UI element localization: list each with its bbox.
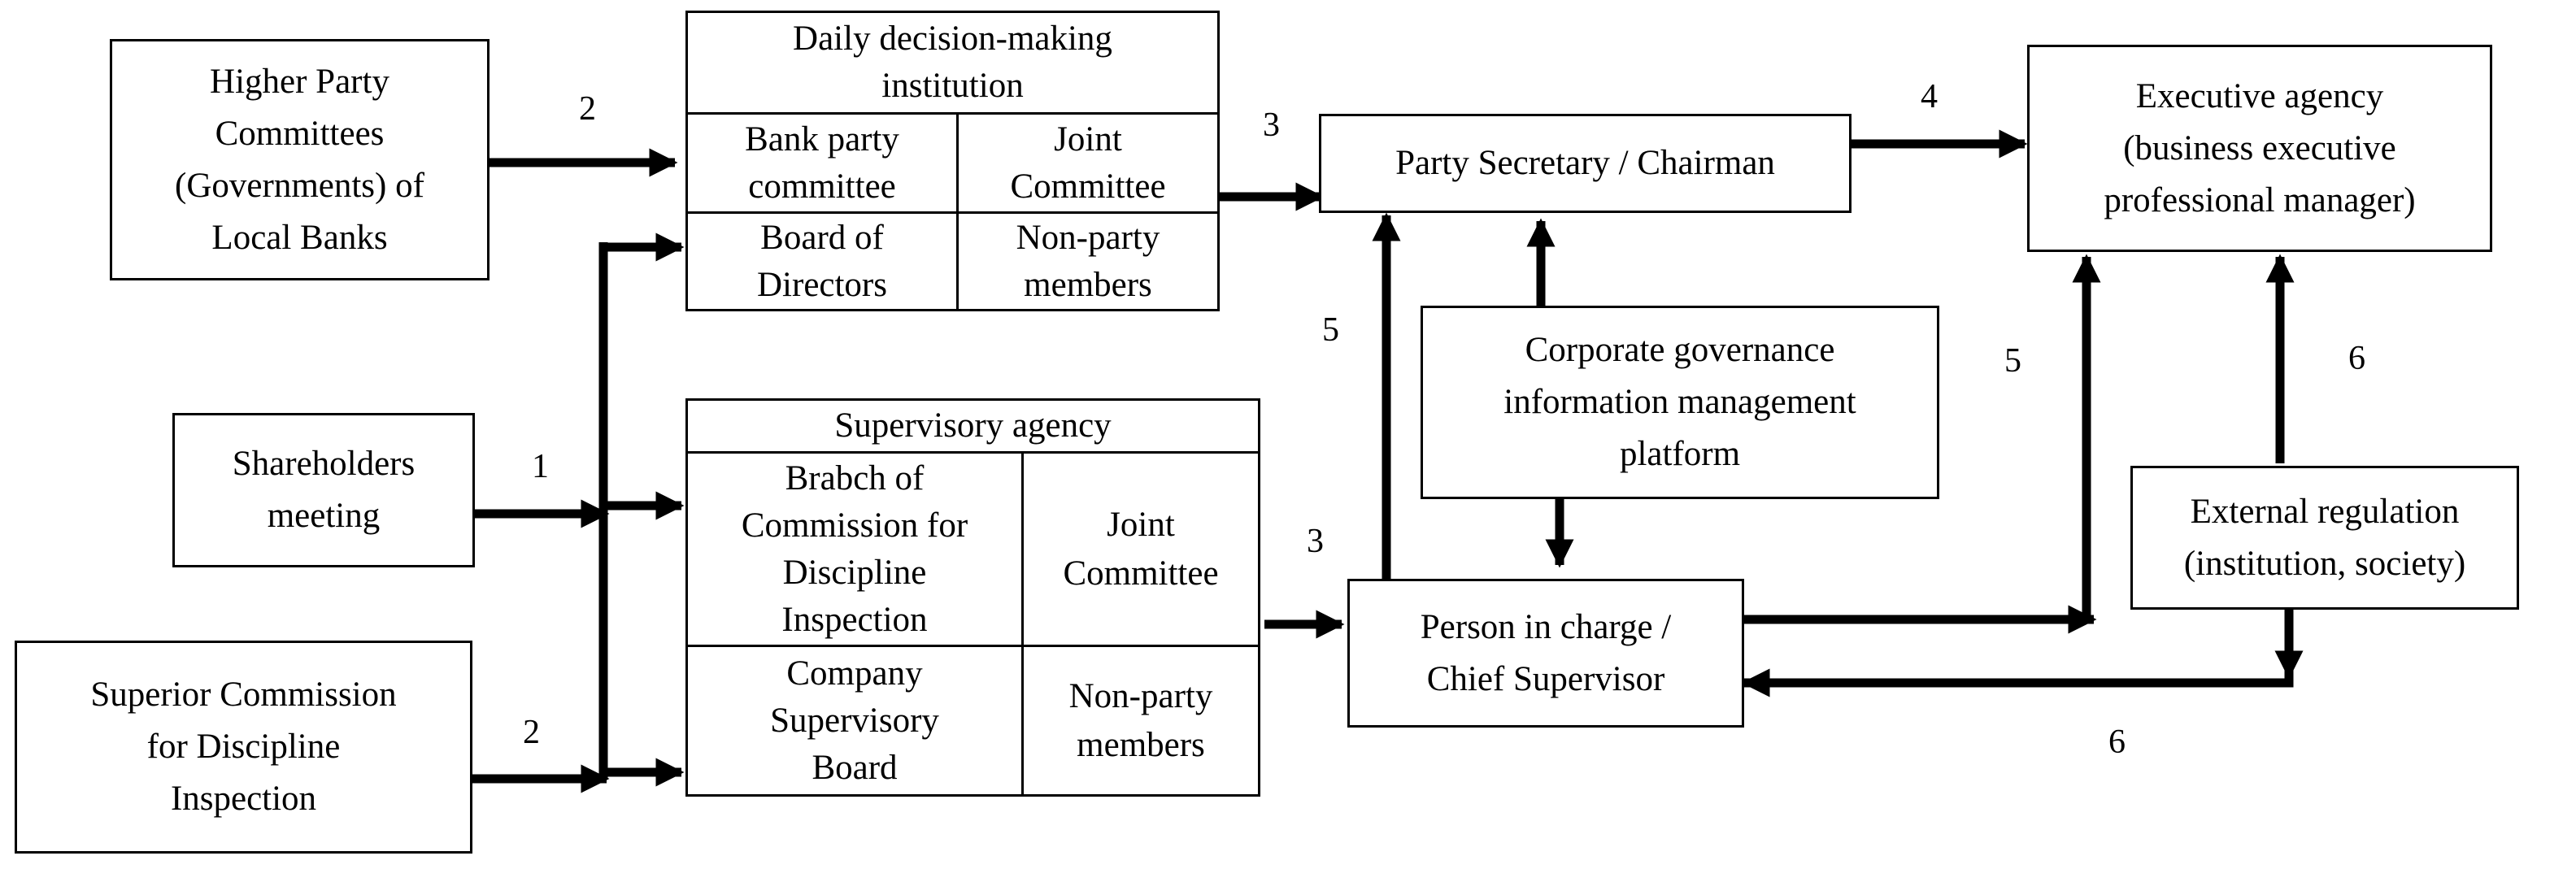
label-person-to-secretary: 5	[1322, 311, 1339, 349]
supervisory-agency-table: Supervisory agency Brabch of Commission …	[685, 398, 1260, 797]
label-person-to-executive: 5	[2004, 342, 2021, 380]
label-regulation-to-executive: 6	[2348, 340, 2365, 377]
higher-party-committees-box: Higher Party Committees (Governments) of…	[110, 39, 490, 280]
supervisory-cell-non-party-members: Non-party members	[1021, 645, 1258, 794]
decision-cell-bank-party-committee: Bank party committee	[688, 112, 956, 211]
decision-cell-non-party-members: Non-party members	[956, 211, 1217, 309]
label-secretary-to-executive: 4	[1921, 78, 1938, 115]
decision-table-title: Daily decision-making institution	[793, 20, 1112, 105]
decision-making-institution-table: Daily decision-making institution Bank p…	[685, 11, 1220, 311]
label-superior-in: 2	[523, 714, 540, 751]
decision-cell-board-of-directors: Board of Directors	[688, 211, 956, 309]
label-higher-to-decision: 2	[579, 90, 596, 128]
label-supervisory-to-person: 3	[1307, 523, 1324, 560]
party-secretary-chairman-box: Party Secretary / Chairman	[1319, 114, 1852, 213]
supervisory-table-title: Supervisory agency	[834, 406, 1112, 445]
label-decision-to-secretary: 3	[1263, 106, 1280, 144]
label-shareholders-in: 1	[532, 448, 549, 485]
supervisory-cell-discipline-branch: Brabch of Commission for Discipline Insp…	[688, 451, 1021, 645]
shareholders-meeting-box: Shareholders meeting	[172, 413, 475, 567]
governance-platform-box: Corporate governance information managem…	[1421, 306, 1939, 499]
supervisory-cell-company-supervisory-board: Company Supervisory Board	[688, 645, 1021, 794]
supervisory-cell-joint-committee: Joint Committee	[1021, 451, 1258, 645]
superior-commission-box: Superior Commission for Discipline Inspe…	[15, 641, 472, 854]
person-in-charge-box: Person in charge / Chief Supervisor	[1347, 579, 1744, 728]
label-regulation-to-person: 6	[2108, 723, 2126, 761]
executive-agency-box: Executive agency (business executive pro…	[2027, 45, 2492, 252]
external-regulation-box: External regulation (institution, societ…	[2130, 466, 2519, 610]
decision-cell-joint-committee: Joint Committee	[956, 112, 1217, 211]
